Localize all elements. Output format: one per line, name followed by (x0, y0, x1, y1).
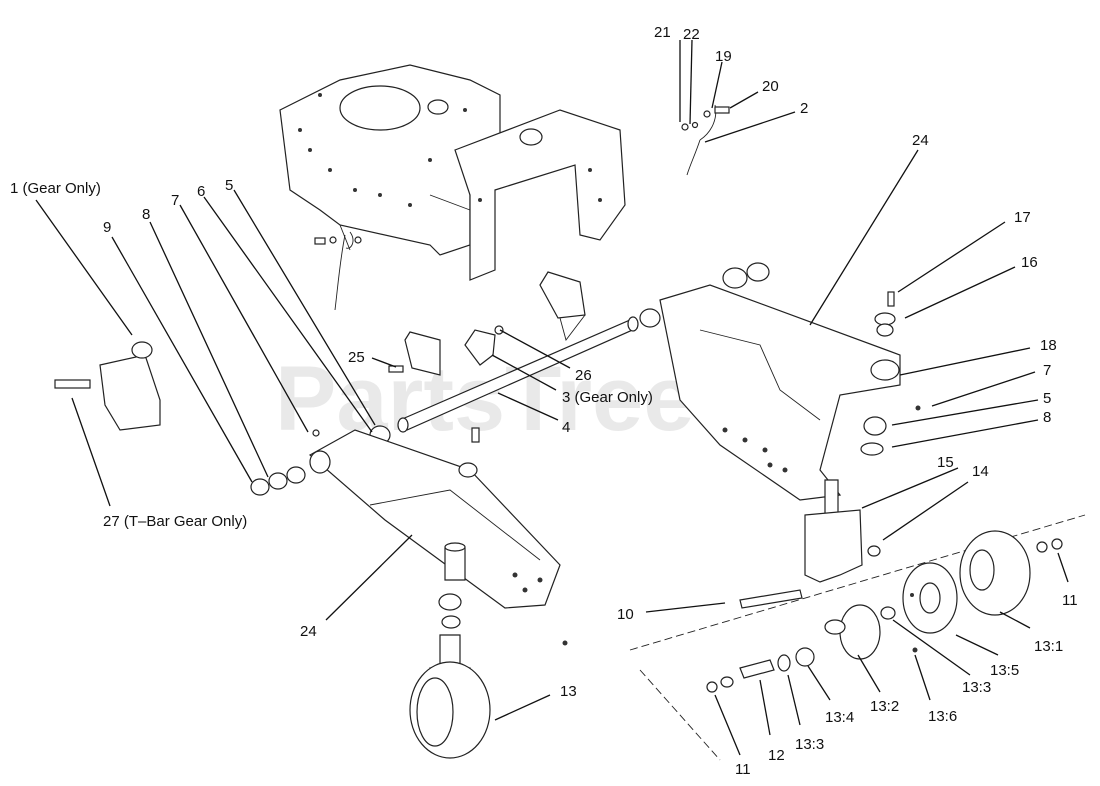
pivot-brackets (388, 271, 586, 443)
right-arm-hardware (860, 291, 921, 456)
callout-1: 1 (Gear Only) (10, 180, 101, 197)
callout-12: 12 (768, 747, 785, 764)
t-bar-bracket (54, 341, 161, 431)
callout-13: 13 (560, 683, 577, 700)
left-caster-wheel (409, 593, 568, 759)
callout-20: 20 (762, 78, 779, 95)
callout-27: 27 (T–Bar Gear Only) (103, 513, 247, 530)
callout-8-left: 8 (142, 206, 150, 223)
callout-6: 6 (197, 183, 205, 200)
leader-lines (35, 39, 1069, 756)
right-wheel-assembly (629, 514, 1086, 761)
callout-25: 25 (348, 349, 365, 366)
callout-13-5: 13:5 (990, 662, 1019, 679)
callout-labels: 21 22 19 20 2 24 17 16 18 7 5 8 1 (Gear … (10, 24, 1078, 778)
callout-2: 2 (800, 100, 808, 117)
callout-26: 26 (575, 367, 592, 384)
callout-8-right: 8 (1043, 409, 1051, 426)
callout-5-right: 5 (1043, 390, 1051, 407)
callout-13-4: 13:4 (825, 709, 854, 726)
left-caster-arm (308, 429, 561, 609)
spring-bracket-2 (681, 104, 730, 176)
callout-7-left: 7 (171, 192, 179, 209)
callout-11-bottom: 11 (735, 761, 751, 778)
callout-13-3-left: 13:3 (795, 736, 824, 753)
callout-24-right: 24 (912, 132, 929, 149)
watermark: PartsTree (275, 348, 694, 450)
callout-13-1: 13:1 (1034, 638, 1063, 655)
main-frame (279, 64, 626, 281)
callout-7-right: 7 (1043, 362, 1051, 379)
callout-21: 21 (654, 24, 671, 41)
axle-tube (369, 308, 661, 445)
callout-13-3-right: 13:3 (962, 679, 991, 696)
callout-17: 17 (1014, 209, 1031, 226)
callout-13-6: 13:6 (928, 708, 957, 725)
right-caster-fork (739, 479, 881, 609)
callout-14: 14 (972, 463, 989, 480)
callout-15: 15 (937, 454, 954, 471)
callout-10: 10 (617, 606, 634, 623)
callout-3: 3 (Gear Only) (562, 389, 653, 406)
tension-spring (314, 231, 362, 311)
callout-22: 22 (683, 26, 700, 43)
callout-18: 18 (1040, 337, 1057, 354)
callout-5-left: 5 (225, 177, 233, 194)
callout-13-2: 13:2 (870, 698, 899, 715)
callout-24-left: 24 (300, 623, 317, 640)
left-arm-bushings (250, 429, 478, 496)
callout-9: 9 (103, 219, 111, 236)
right-caster-arm (659, 262, 901, 501)
callout-16: 16 (1021, 254, 1038, 271)
callout-19: 19 (715, 48, 732, 65)
callout-11-right: 11 (1062, 592, 1078, 609)
callout-4: 4 (562, 419, 570, 436)
